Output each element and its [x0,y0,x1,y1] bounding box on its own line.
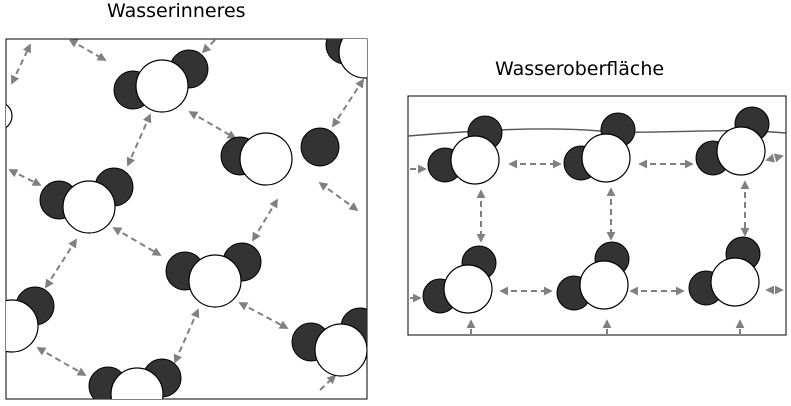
hydrogen-bond-arrow [319,374,337,391]
water-molecule [6,286,55,353]
hydrogen-bond-arrow [173,308,200,364]
water-molecule [325,39,367,79]
hydrogen-bond-arrow [318,181,359,212]
water-molecule [88,358,182,399]
oxygen-atom [135,59,189,113]
water-molecule [695,106,770,176]
water-molecule [556,241,630,311]
water-molecule [688,236,761,307]
panel-frame-inner [5,38,368,400]
hydrogen-bond-arrow [45,238,77,289]
oxygen-atom [314,323,367,377]
hydrogen-bond-arrow [112,227,162,256]
water-molecule [422,245,497,314]
water-molecule [563,112,636,183]
oxygen-atom [716,126,766,176]
oxygen-atom [188,254,242,308]
water-molecule [220,127,340,186]
hydrogen-bond-arrow [201,39,216,54]
water-molecule [6,103,13,129]
oxygen-atom [710,257,760,307]
panel-title-wasserinneres: Wasserinneres [107,0,246,22]
oxygen-atom [581,133,631,183]
water-molecule [291,307,367,377]
hydrogen-bond-arrow [68,39,107,61]
hydrogen-bond-arrow [332,78,364,128]
water-molecule [427,115,503,185]
panel-title-wasseroberflaeche: Wasseroberfläche [495,58,665,80]
oxygen-atom [443,264,493,314]
hydrogen-bond-arrow [126,113,152,167]
hydrogen-atom [300,127,340,167]
oxygen-atom [62,180,116,234]
hydrogen-bond-arrow [8,169,42,186]
oxygen-atom [239,132,293,186]
water-surface-line [408,128,786,137]
surface-molecules-group [408,106,786,335]
panel-frame-surface [407,95,787,336]
water-molecule [113,49,209,113]
oxygen-atom [338,39,367,79]
interior-molecules-group [6,39,367,399]
hydrogen-bond-arrow [11,43,31,85]
hydrogen-bond-arrow [188,111,237,139]
oxygen-atom [579,260,629,310]
hydrogen-bond-arrow [252,198,278,242]
oxygen-atom [6,299,39,353]
hydrogen-bond-arrow [238,302,289,329]
oxygen-atom [450,135,500,185]
water-molecule [165,242,262,308]
oxygen-atom [6,103,13,129]
oxygen-atom [110,367,164,399]
hydrogen-bond-arrow [36,347,87,376]
water-molecule [39,167,134,234]
hydrogen-bond-arrow [765,153,784,163]
